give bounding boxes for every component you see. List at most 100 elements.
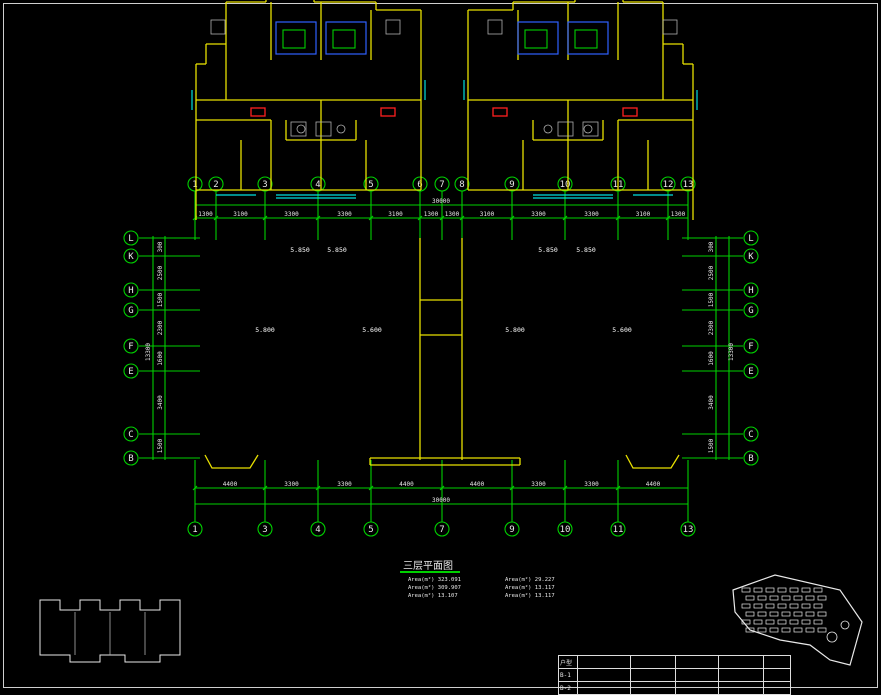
row-label-L: L [748, 234, 753, 244]
axis-label-2: 2 [213, 180, 218, 190]
dim-top: 1300 [424, 211, 439, 218]
red-box [622, 107, 638, 117]
dim-tick [262, 215, 268, 221]
site-building [777, 603, 787, 609]
drawing-frame [3, 3, 878, 688]
site-building [789, 619, 799, 625]
row-label-C: C [748, 430, 753, 440]
row-label-H: H [128, 286, 133, 296]
table-cell [630, 668, 676, 682]
site-building [769, 595, 779, 601]
dim-tick [315, 485, 321, 491]
dim-top: 3100 [233, 211, 248, 218]
axis-label-4: 4 [315, 525, 320, 535]
dim-tick [509, 215, 515, 221]
stat-line: Area(m²) 309.907 [408, 585, 461, 591]
dim-left: 1500 [157, 438, 164, 453]
axis-label-9: 9 [509, 525, 514, 535]
table-row: B-2 [558, 681, 791, 695]
fixture [210, 19, 226, 35]
site-building [765, 587, 775, 593]
axis-label-5: 5 [368, 525, 373, 535]
dim-bottom: 4400 [470, 481, 485, 488]
fixture [296, 124, 306, 134]
stair-symbol [332, 29, 356, 49]
table-cell: B-2 [558, 681, 578, 695]
title-underline [400, 571, 460, 573]
dim-tick [562, 215, 568, 221]
row-bubble-F [743, 338, 759, 354]
dim-top: 3300 [584, 211, 599, 218]
site-building [777, 619, 787, 625]
stats-right: Area(m²) 29.227 Area(m²) 13.117 Area(m²)… [505, 576, 555, 600]
axis-label-1: 1 [192, 180, 197, 190]
dim-total-bottom: 30000 [432, 497, 450, 504]
row-bubble-G [743, 302, 759, 318]
dim-left: 1600 [157, 351, 164, 366]
dim-top: 1300 [198, 211, 213, 218]
dim-left: 2300 [157, 320, 164, 335]
red-box [380, 107, 396, 117]
dim-tick [213, 215, 219, 221]
bay-window [204, 454, 259, 469]
table-cell [718, 668, 764, 682]
table-cell [763, 668, 791, 682]
site-building [753, 619, 763, 625]
level-marker: 5.600 [362, 326, 382, 334]
dim-tick [315, 215, 321, 221]
table-row: B-1 [558, 668, 791, 682]
site-building [801, 603, 811, 609]
site-building [745, 595, 755, 601]
axis-label-6: 6 [417, 180, 422, 190]
dim-right: 3400 [708, 395, 715, 410]
level-marker: 5.800 [255, 326, 275, 334]
level-marker: 5.850 [538, 246, 558, 254]
dim-right: 1500 [708, 292, 715, 307]
dim-tick [509, 485, 515, 491]
row-bubble-L [123, 230, 139, 246]
level-marker: 5.850 [290, 246, 310, 254]
dim-bottom: 4400 [646, 481, 661, 488]
row-bubble-C [743, 426, 759, 442]
table-cell [577, 668, 631, 682]
axis-label-3: 3 [262, 525, 267, 535]
dim-tick [368, 485, 374, 491]
site-building [757, 595, 767, 601]
dim-left: 3400 [157, 395, 164, 410]
row-bubble-G [123, 302, 139, 318]
axis-label-12: 12 [663, 180, 674, 190]
fixture [583, 124, 593, 134]
site-building [741, 603, 751, 609]
axis-label-8: 8 [459, 180, 464, 190]
row-bubble-L [743, 230, 759, 246]
site-building [781, 627, 791, 633]
site-building [813, 619, 823, 625]
row-label-E: E [128, 367, 133, 377]
dim-tick [368, 215, 374, 221]
dim-bottom: 4400 [223, 481, 238, 488]
dim-tick [665, 215, 671, 221]
table-cell [577, 655, 631, 669]
dim-left: 300 [157, 241, 164, 252]
red-box [250, 107, 266, 117]
site-feature [826, 631, 838, 643]
plan-title: 三层平面图 [403, 561, 453, 572]
site-building [801, 587, 811, 593]
fixture [487, 19, 503, 35]
stair-box [567, 21, 609, 55]
row-label-L: L [128, 234, 133, 244]
site-building [781, 611, 791, 617]
site-building [765, 619, 775, 625]
site-building [777, 587, 787, 593]
site-building [769, 627, 779, 633]
row-label-K: K [128, 252, 134, 262]
table-cell [763, 655, 791, 669]
site-building [741, 587, 751, 593]
level-marker: 5.800 [505, 326, 525, 334]
site-feature [840, 620, 850, 630]
row-bubble-E [123, 363, 139, 379]
dim-right: 2500 [708, 265, 715, 280]
dim-tick [417, 215, 423, 221]
site-building [745, 611, 755, 617]
row-label-E: E [748, 367, 753, 377]
